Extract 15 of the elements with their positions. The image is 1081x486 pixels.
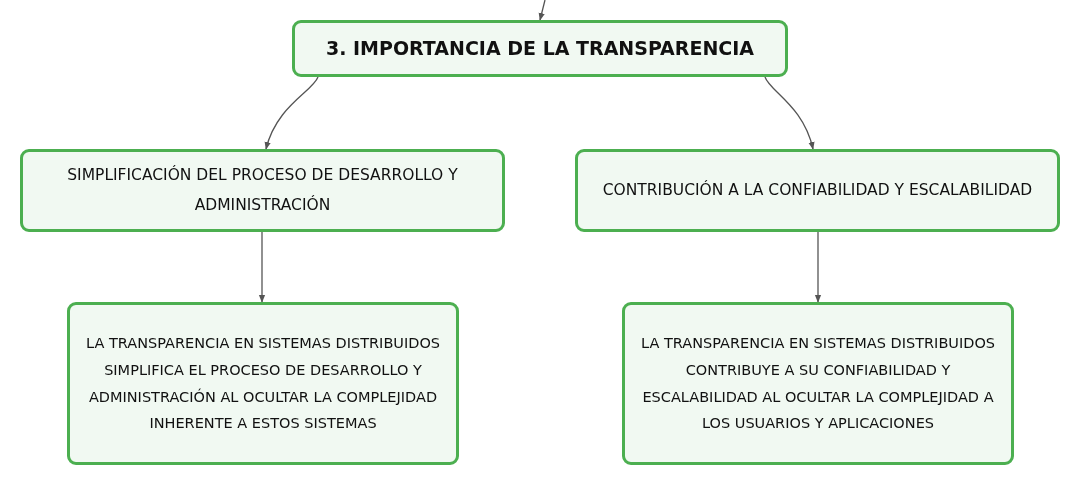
topic-box (292, 20, 788, 77)
topic-title: 3. IMPORTANCIA DE LA TRANSPARENCIA (325, 37, 755, 60)
concept-text: SIMPLIFICACIÓN DEL PROCESO DE DESARROLLO Y ADMINISTRACIÓN (66, 164, 459, 216)
concept-text: LA TRANSPARENCIA EN SISTEMAS DISTRIBUIDOS CONTRIBUYE A SU CONFIABILIDAD Y ESCALABILIDAD AL OCULTAR LA COMPLEJIDAD A LOS USUARIOS Y APLICACIONES (639, 333, 996, 434)
concept-box (575, 149, 1060, 232)
arrow (265, 76, 319, 150)
arrow (814, 231, 822, 303)
arrow (764, 76, 815, 150)
arrow (258, 231, 266, 303)
concept-text: CONTRIBUCIÓN A LA CONFIABILIDAD Y ESCALABILIDAD (602, 179, 1033, 201)
arrow (538, 0, 546, 21)
concept-box (20, 149, 505, 232)
concept-box (67, 302, 459, 465)
concept-text: LA TRANSPARENCIA EN SISTEMAS DISTRIBUIDOS SIMPLIFICA EL PROCESO DE DESARROLLO Y ADMINISTRACIÓN AL OCULTAR LA COMPLEJIDAD INHERENTE A ESTOS SISTEMAS (84, 333, 441, 434)
concept-box (622, 302, 1014, 465)
